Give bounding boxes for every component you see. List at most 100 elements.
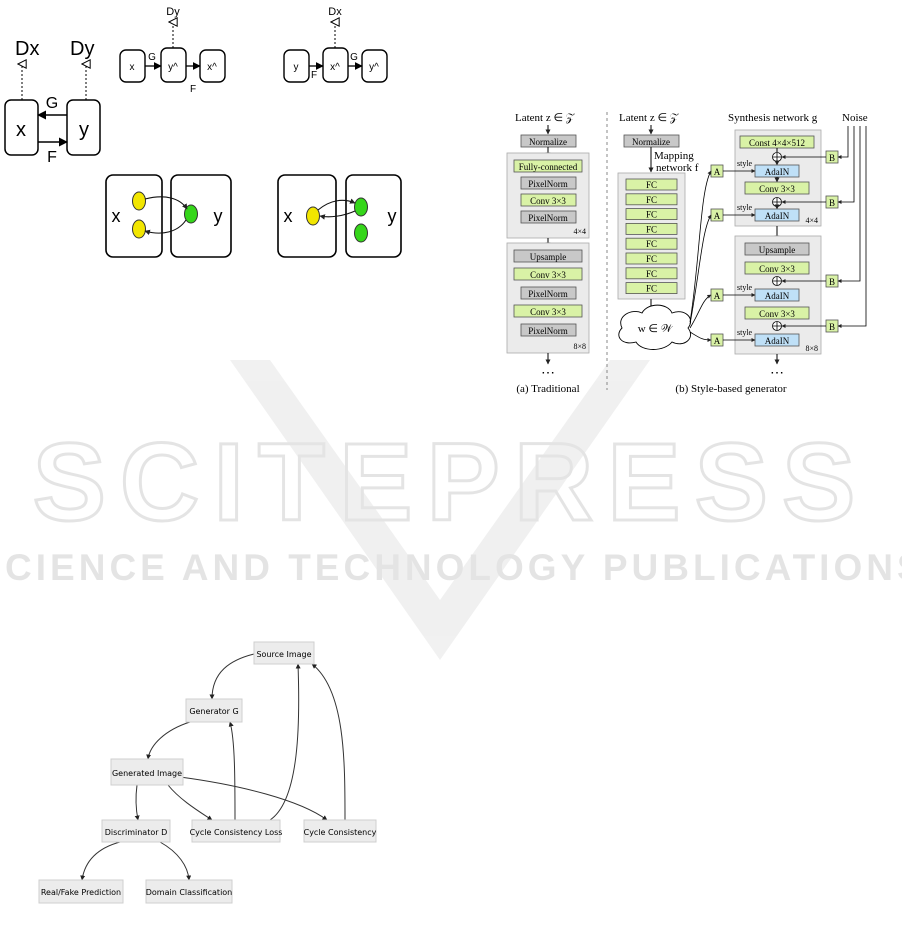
sb-synth: Synthesis network g	[728, 112, 818, 124]
sb-w: w ∈ 𝒲	[638, 323, 674, 335]
fwd-xhat: x^	[207, 62, 217, 73]
sb-b-2: B	[829, 198, 835, 208]
sb-fc-label-1: FC	[646, 180, 657, 190]
stylegan-diagram: Latent z ∈ 𝒵 Normalize Fully-connected P…	[506, 112, 868, 395]
sb-a-boxes: A A A A style style style style	[710, 159, 756, 347]
sb-adain-1: AdaIN	[765, 167, 790, 177]
fwd-yhat: y^	[168, 62, 178, 73]
bwd-g: G	[350, 52, 358, 63]
fwd-x: x	[130, 62, 135, 73]
sb-fc-label-7: FC	[646, 269, 657, 279]
sb-adain-3: AdaIN	[765, 291, 790, 301]
sb-style-4: style	[737, 328, 753, 337]
sb-res-1: 4×4	[805, 216, 818, 225]
sb-const: Const 4×4×512	[749, 138, 805, 148]
bwd-f: F	[311, 70, 317, 81]
trad-conv-2: Conv 3×3	[530, 270, 566, 280]
trad-res-2: 8×8	[573, 342, 586, 351]
node-discriminator-d-label: Discriminator D	[105, 828, 167, 837]
trad-pixelnorm-1: PixelNorm	[528, 179, 568, 189]
cyclegan-diagram: Dx Dy x y G F Dy x y^ x^ G F Dx y x^ y^	[4, 6, 402, 258]
sb-b-3: B	[829, 277, 835, 287]
sb-style-3: style	[737, 283, 753, 292]
main-dy-label: Dy	[70, 38, 94, 60]
watermark-sub: SCIENCE AND TECHNOLOGY PUBLICATIONS	[0, 547, 902, 588]
main-g-label: G	[46, 95, 58, 112]
watermark: SCITEPRESS SCIENCE AND TECHNOLOGY PUBLIC…	[0, 360, 902, 660]
sb-style-1: style	[737, 159, 753, 168]
trad-caption: (a) Traditional	[516, 383, 579, 395]
sb-fc-box-1	[625, 178, 678, 191]
main-box-y	[66, 99, 101, 156]
main-f-label: F	[47, 149, 57, 166]
dom2-x: x	[284, 206, 293, 226]
node-cycle-consistency	[303, 819, 377, 843]
sb-conv-3: Conv 3×3	[759, 309, 795, 319]
node-domain-class-label: Domain Classification	[146, 888, 233, 897]
node-real-fake	[38, 879, 124, 904]
sb-fc-label-3: FC	[646, 210, 657, 220]
sb-network-f: network f	[656, 162, 699, 174]
sb-res-2: 8×8	[805, 344, 818, 353]
node-domain-class	[145, 879, 233, 904]
sb-fc-box-3	[625, 208, 678, 221]
sb-fc-box-6	[625, 252, 678, 265]
sb-w-cloud	[618, 304, 692, 350]
sb-fc-label-5: FC	[646, 239, 657, 249]
node-cycle-loss-label: Cycle Consistency Loss	[190, 828, 283, 837]
sb-fc-box-4	[625, 222, 678, 235]
sb-fc-box-7	[625, 267, 678, 280]
sb-a-1: A	[714, 167, 721, 177]
watermark-logo	[230, 360, 650, 660]
trad-fc: Fully-connected	[519, 162, 578, 172]
sb-a-3: A	[714, 291, 721, 301]
main-y-text: y	[79, 119, 89, 141]
trad-dots: ⋯	[541, 366, 555, 381]
node-source-image-label: Source Image	[256, 650, 311, 659]
sb-mapping: Mapping	[654, 150, 694, 162]
dom1-y: y	[214, 206, 223, 226]
sb-adain-2: AdaIN	[765, 211, 790, 221]
trad-conv-1: Conv 3×3	[530, 196, 566, 206]
trad-pixelnorm-2: PixelNorm	[528, 213, 568, 223]
stargan-flowchart: Source Image Generator G Generated Image…	[38, 641, 377, 904]
watermark-main: SCITEPRESS	[33, 421, 870, 544]
node-generated-image-label: Generated Image	[112, 769, 182, 778]
trad-pixelnorm-4: PixelNorm	[528, 326, 568, 336]
sb-a-2: A	[714, 211, 721, 221]
trad-upsample: Upsample	[530, 252, 567, 262]
bwd-dx-label: Dx	[328, 6, 342, 18]
sb-b-boxes: B B B B	[781, 126, 867, 333]
sb-normalize: Normalize	[632, 137, 670, 147]
bwd-xhat: x^	[330, 62, 340, 73]
node-generated-image	[110, 758, 184, 786]
sb-a-4: A	[714, 336, 721, 346]
fwd-f: F	[190, 84, 196, 95]
node-generator-g-label: Generator G	[189, 707, 238, 716]
sb-conv-2: Conv 3×3	[759, 264, 795, 274]
main-dx-label: Dx	[15, 38, 39, 60]
main-x-text: x	[16, 119, 26, 141]
fwd-dy-label: Dy	[166, 6, 180, 18]
fwd-g: G	[148, 52, 156, 63]
sb-noise: Noise	[842, 112, 868, 124]
node-discriminator-d	[101, 819, 171, 843]
sb-adain-4: AdaIN	[765, 336, 790, 346]
trad-res-1: 4×4	[573, 227, 586, 236]
node-generator-g	[185, 698, 243, 723]
sb-upsample: Upsample	[759, 245, 796, 255]
sb-fc-label-6: FC	[646, 254, 657, 264]
node-cycle-consistency-label: Cycle Consistency	[304, 828, 377, 837]
sb-fc-box-5	[625, 237, 678, 250]
sb-fc-label-8: FC	[646, 284, 657, 294]
sb-style-2: style	[737, 203, 753, 212]
sb-fc-label-4: FC	[646, 224, 657, 234]
dom1-x: x	[112, 206, 121, 226]
sb-b-1: B	[829, 153, 835, 163]
node-real-fake-label: Real/Fake Prediction	[41, 888, 121, 897]
bwd-yhat: y^	[369, 62, 379, 73]
trad-conv-3: Conv 3×3	[530, 307, 566, 317]
node-cycle-loss	[191, 819, 281, 843]
